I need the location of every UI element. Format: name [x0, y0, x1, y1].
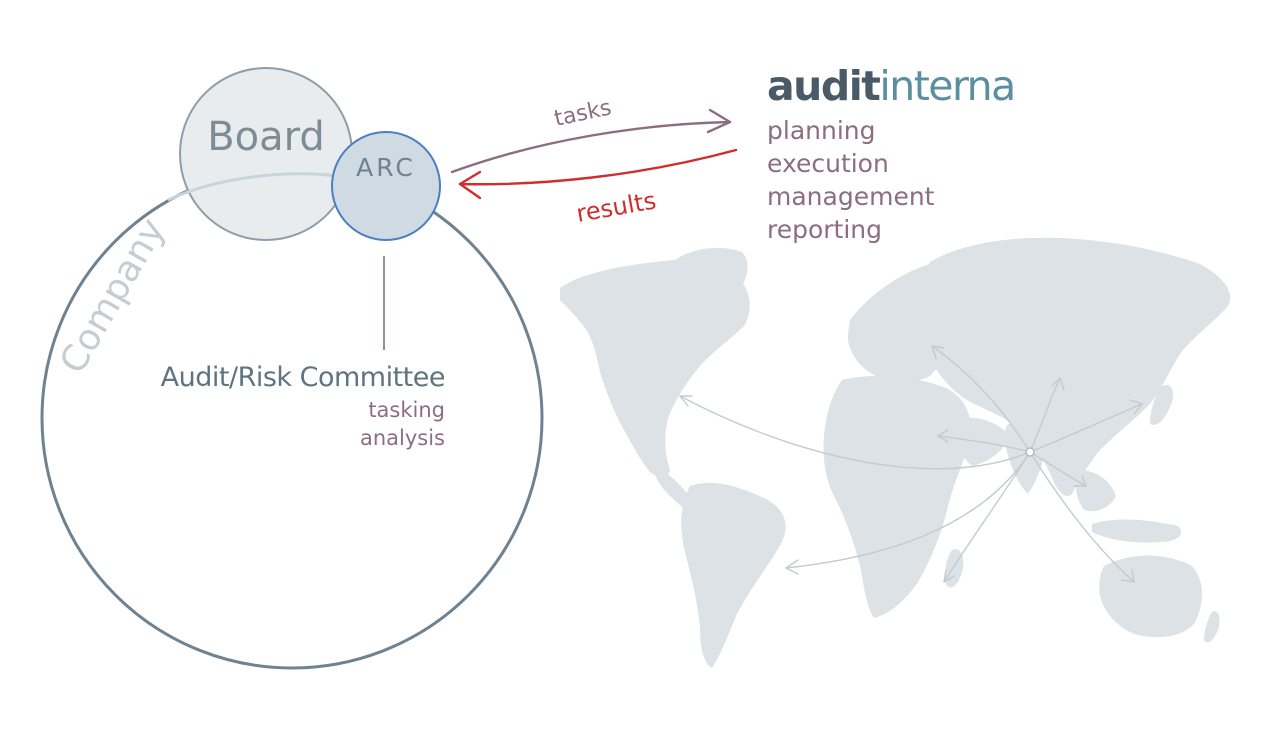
service-item-management: management [767, 182, 935, 211]
world-map [560, 237, 1231, 668]
route-to-australia [1029, 451, 1135, 583]
map-indonesia [1092, 519, 1182, 543]
route-to-europe [931, 345, 1031, 453]
map-madagascar [945, 549, 964, 588]
route-to-middle-east-head [937, 429, 949, 443]
results-arrow-head [458, 170, 482, 200]
results-arrow-shaft [458, 148, 738, 186]
brand-logo: auditinterna [767, 66, 1016, 107]
route-to-australia-head [1121, 569, 1135, 583]
map-japan [1150, 384, 1174, 425]
route-to-europe-head [931, 345, 945, 359]
committee-item-tasking: tasking [368, 398, 445, 422]
route-to-east-asia [1029, 403, 1143, 453]
committee-title: Audit/Risk Committee [160, 362, 446, 393]
results-arrow [458, 148, 738, 200]
tasks-arrow-head [706, 108, 732, 134]
route-to-east-asia-head [1129, 399, 1143, 415]
india-hub-marker [1025, 447, 1035, 457]
map-north-america [560, 258, 750, 478]
service-item-execution: execution [767, 149, 889, 178]
map-new-zealand [1204, 611, 1220, 643]
services-list: planning execution management reporting [767, 114, 934, 246]
service-item-planning: planning [767, 116, 876, 145]
service-item-reporting: reporting [767, 215, 883, 244]
committee-block: Audit/Risk Committee tasking analysis [100, 360, 446, 452]
tasks-arrow-shaft [450, 120, 732, 174]
route-to-southeast-asia [1029, 451, 1087, 487]
map-south-america [681, 482, 786, 668]
route-to-north-asia [1029, 377, 1061, 453]
outsourcing-routes [679, 345, 1143, 583]
tasks-label: tasks [552, 95, 614, 131]
map-southeast-asia [1076, 470, 1116, 512]
route-to-east-africa [943, 451, 1031, 583]
arc-label: ARC [356, 153, 416, 182]
brand-interna: interna [879, 62, 1016, 110]
route-to-north-america-head [679, 395, 693, 407]
route-to-middle-east [937, 435, 1031, 453]
route-to-south-america-head [785, 559, 799, 575]
company-label: Company [52, 212, 173, 381]
arc-circle [331, 131, 441, 241]
board-label: Board [207, 114, 325, 160]
route-to-east-africa-head [943, 569, 955, 583]
brand-audit: audit [767, 62, 881, 110]
map-greenland [671, 247, 748, 301]
map-australia [1099, 555, 1202, 638]
tasks-arrow [450, 108, 732, 174]
route-to-south-america [785, 451, 1031, 569]
map-asia [921, 237, 1231, 497]
route-to-north-asia-head [1051, 377, 1065, 391]
map-africa [823, 375, 971, 618]
results-label: results [574, 186, 658, 228]
company-boundary-arc [167, 172, 337, 202]
route-to-north-america [679, 395, 1031, 470]
route-to-southeast-asia-head [1073, 475, 1087, 487]
committee-item-analysis: analysis [359, 426, 445, 450]
